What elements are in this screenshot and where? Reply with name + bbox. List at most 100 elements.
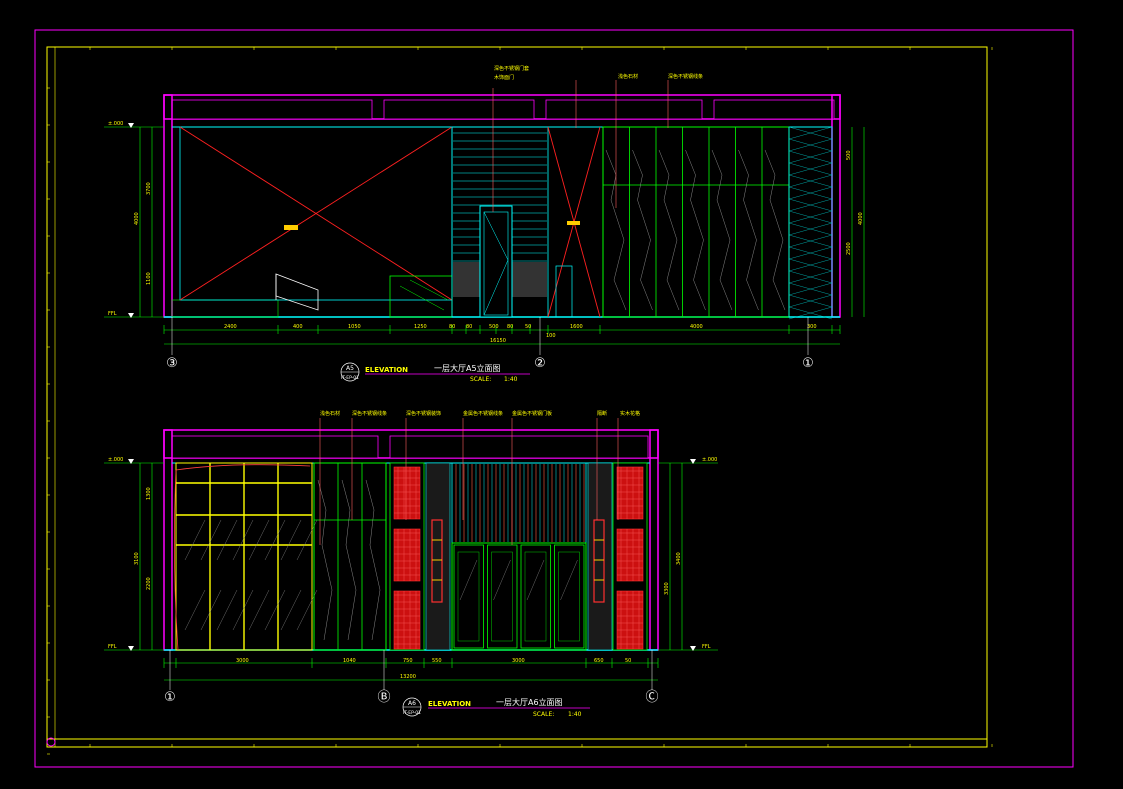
a6-note-3: 深色不锈钢装饰 <box>406 410 441 417</box>
a5-wall-left <box>163 94 173 318</box>
a6-dim-right-1: 3300 <box>664 582 670 595</box>
stone-vein <box>685 149 706 311</box>
a5-stone-wall <box>602 126 790 318</box>
a5-light-marker-2 <box>567 221 580 225</box>
screen-lattice <box>788 282 833 296</box>
screen-lattice <box>788 138 833 152</box>
a6-level-floor-right: FFL <box>702 644 711 650</box>
a5-dim-7: 500 <box>489 324 499 330</box>
a5-screen-column <box>788 126 833 318</box>
a5-note-4: 深色不锈钢线条 <box>668 73 703 80</box>
glass-reflection <box>200 589 222 631</box>
a6-dim-3: 750 <box>403 658 413 664</box>
a6-tag-bottom: IT-EP-01 <box>403 710 421 716</box>
door-inset <box>524 551 547 642</box>
a5-dim-12: 300 <box>807 324 817 330</box>
door-inset <box>558 551 580 642</box>
screen-lattice <box>788 198 833 212</box>
screen-lattice <box>788 246 833 260</box>
a5-note-2: 木饰面门 <box>494 74 514 81</box>
a6-marble-column-left <box>425 462 451 651</box>
a6-axis-1: ① <box>164 690 176 705</box>
glass-reflection <box>184 589 206 631</box>
a6-axis-c: Ⓒ <box>645 690 658 705</box>
a6-note-4: 金属色不锈钢线条 <box>463 410 503 417</box>
a6-dim-4: 550 <box>432 658 442 664</box>
a5-wall-right <box>831 94 841 318</box>
a6-dim-2: 1040 <box>343 658 356 664</box>
glass-reflection <box>216 519 238 561</box>
glass-reflection <box>232 519 254 561</box>
stone-vein <box>632 149 653 311</box>
a5-dimensions: 2400 400 1050 1250 80 80 500 80 50 1600 … <box>104 121 865 345</box>
glass-reflection <box>184 519 206 561</box>
a6-stone-wall <box>313 462 387 651</box>
a6-wall-right <box>649 429 659 651</box>
screen-lattice <box>788 294 833 308</box>
a5-title-block: A5 IT-EP-01 ELEVATION 一层大厅A5立面图 SCALE: 1… <box>340 362 530 383</box>
a5-dim-total: 16150 <box>490 338 506 344</box>
door-leaf <box>453 544 484 649</box>
a5-tag-top: A5 <box>346 365 354 372</box>
a6-note-6: 隔断 <box>597 410 607 417</box>
a5-dim-5: 80 <box>449 324 455 330</box>
red-lattice-panel <box>616 590 644 650</box>
a6-title: 一层大厅A6立面图 <box>496 697 563 707</box>
screen-lattice <box>788 258 833 272</box>
glass-reflection <box>264 519 286 561</box>
red-lattice-panel <box>393 528 421 582</box>
sheet-border <box>34 29 1074 768</box>
a5-dim-2: 400 <box>293 324 303 330</box>
a6-level-top-right: ±.000 <box>702 457 717 463</box>
screen-lattice <box>788 174 833 188</box>
red-lattice-panel <box>393 466 421 520</box>
glass-reflection <box>200 519 222 561</box>
red-lattice-panel <box>616 466 644 520</box>
a5-dim-9: 50 <box>525 324 531 330</box>
stone-vein <box>605 149 627 311</box>
a5-dim-left-1: 3700 <box>146 182 152 195</box>
a6-note-7: 实木花格 <box>620 410 640 417</box>
a5-dim-1: 2400 <box>224 324 237 330</box>
a5-door <box>479 205 513 318</box>
door-inset <box>491 551 513 642</box>
a6-dim-1: 3000 <box>236 658 249 664</box>
a5-light-marker-1 <box>284 225 298 230</box>
a5-dim-left-3: 4000 <box>134 212 140 225</box>
stone-vein <box>764 149 786 311</box>
stone-vein <box>341 479 357 641</box>
glass-reflection <box>264 589 286 631</box>
door-reflection <box>493 559 511 601</box>
a5-dim-left-2: 1100 <box>146 272 152 285</box>
glass-reflection <box>232 589 254 631</box>
a5-note-3: 浅色石材 <box>618 73 638 80</box>
door-leaf <box>554 544 585 649</box>
frame-ticks <box>47 47 993 755</box>
a6-dim-total: 13200 <box>400 674 416 680</box>
stone-vein <box>365 479 381 641</box>
elevation-a6 <box>163 429 659 651</box>
a6-door-group <box>451 542 587 651</box>
door-leaf <box>487 544 518 649</box>
a6-dim-7: 50 <box>625 658 631 664</box>
a5-dim-extra: 100 <box>546 333 556 339</box>
screen-lattice <box>788 150 833 164</box>
screen-lattice <box>788 306 833 320</box>
screen-lattice <box>788 162 833 176</box>
a5-title: 一层大厅A5立面图 <box>434 363 501 373</box>
a6-marble-column-right <box>587 462 613 651</box>
screen-lattice <box>788 186 833 200</box>
a5-axis-3: ③ <box>166 356 178 371</box>
a6-dim-right-2: 3400 <box>676 552 682 565</box>
a5-dim-8: 80 <box>507 324 513 330</box>
a5-axis-2: ② <box>534 356 546 371</box>
a6-scale-label: SCALE: <box>533 711 554 718</box>
a6-note-2: 深色不锈钢线条 <box>352 410 387 417</box>
a5-dim-10: 1600 <box>570 324 583 330</box>
glass-reflection <box>280 519 302 561</box>
stone-vein <box>658 149 680 311</box>
a6-dim-5: 3000 <box>512 658 525 664</box>
a5-dim-right-3: 4000 <box>858 212 864 225</box>
stone-vein <box>317 479 333 641</box>
